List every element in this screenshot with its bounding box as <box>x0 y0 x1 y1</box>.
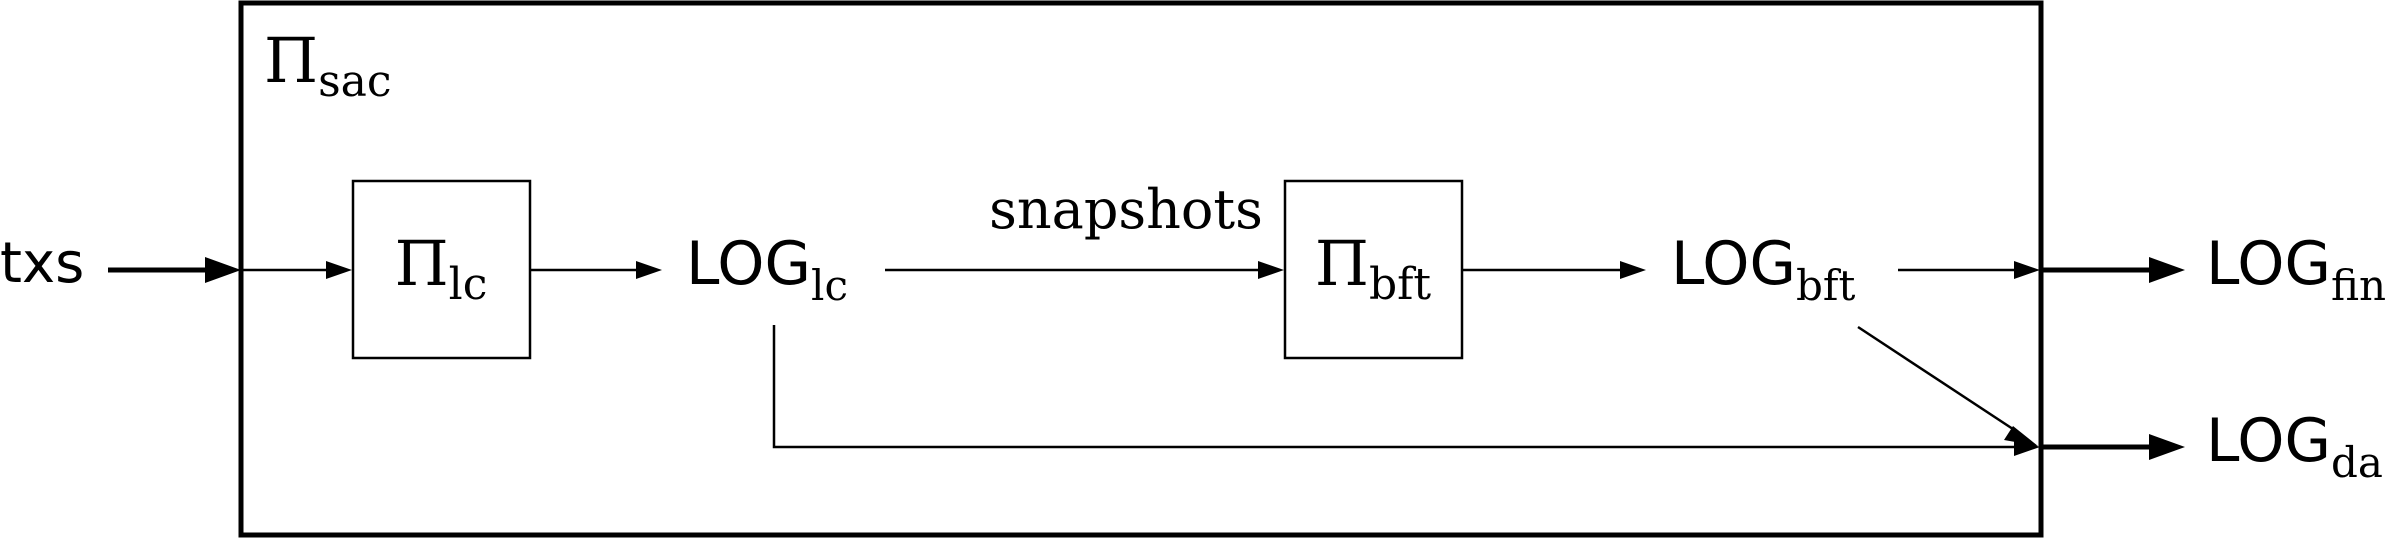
log-da-base: LOG <box>2206 406 2331 476</box>
outer-box-subscript: sac <box>318 56 391 107</box>
log-bft-label: LOGbft <box>1671 229 1855 310</box>
log-lc-base: LOG <box>686 229 811 299</box>
outer-box-symbol: Π <box>264 24 318 97</box>
log-fin-label: LOGfin <box>2206 229 2386 310</box>
arrow-pi-lc-to-log-lc <box>530 261 662 279</box>
input-txs-label: txs <box>0 231 84 296</box>
log-bft-base: LOG <box>1671 229 1796 299</box>
block-pi-bft-label: Πbft <box>1315 227 1432 310</box>
outer-box-label: Πsac <box>264 24 392 107</box>
arrow-log-bft-to-fin-exit <box>1898 261 2040 279</box>
arrow-txs-to-box <box>108 257 241 283</box>
log-bft-subscript: bft <box>1796 261 1855 310</box>
arrow-box-to-log-fin <box>2041 257 2185 283</box>
arrow-log-lc-to-da-exit <box>772 325 2040 456</box>
arrow-pi-bft-to-log-bft <box>1462 261 1646 279</box>
edge-label-snapshots: snapshots <box>989 178 1263 241</box>
block-pi-bft-symbol: Π <box>1315 227 1369 300</box>
block-pi-lc-label: Πlc <box>395 227 488 310</box>
arrow-box-to-pi-lc <box>243 261 352 279</box>
arrow-log-lc-to-pi-bft <box>885 261 1284 279</box>
block-pi-bft-subscript: bft <box>1369 259 1431 310</box>
block-pi-lc-subscript: lc <box>449 259 488 310</box>
log-fin-subscript: fin <box>2331 261 2386 310</box>
log-lc-label: LOGlc <box>686 229 848 310</box>
arrow-box-to-log-da <box>2041 434 2185 460</box>
log-da-subscript: da <box>2331 438 2383 487</box>
arrow-log-bft-to-da-exit <box>1857 325 2038 446</box>
log-fin-base: LOG <box>2206 229 2331 299</box>
block-pi-lc-symbol: Π <box>395 227 449 300</box>
log-lc-subscript: lc <box>811 261 848 310</box>
log-da-label: LOGda <box>2206 406 2383 487</box>
